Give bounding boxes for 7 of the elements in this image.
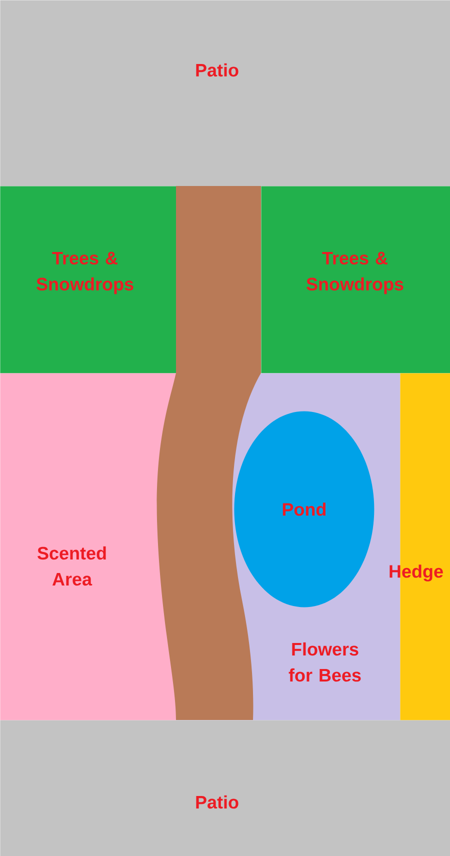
patio-area: Patio xyxy=(0,0,450,186)
scented-bed: Scented Area xyxy=(0,373,176,720)
garden-path xyxy=(156,186,261,720)
pond: Pond xyxy=(234,411,374,608)
tree-bed: Trees & Snowdrops xyxy=(261,186,450,374)
patio-area: Patio xyxy=(0,720,450,856)
tree-bed: Trees & Snowdrops xyxy=(0,186,176,374)
